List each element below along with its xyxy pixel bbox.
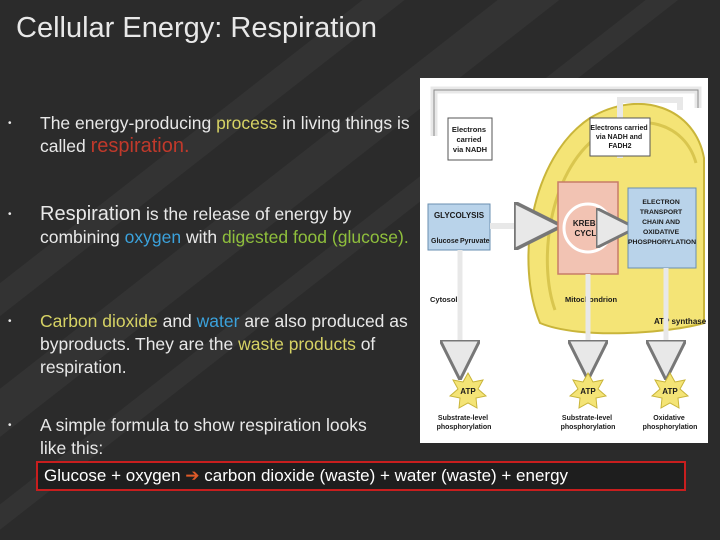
bullet-item: • Respiration is the release of energy b… bbox=[8, 203, 418, 249]
caption-substrate-level-2: Substrate-level phosphorylation bbox=[561, 415, 616, 431]
atp-burst: ATP bbox=[448, 371, 488, 409]
bullet-marker: • bbox=[8, 209, 12, 220]
mitochondrion-label: Mitochondrion bbox=[565, 295, 617, 304]
pyruvate-label: Pyruvate bbox=[460, 238, 490, 245]
bullet-item: • A simple formula to show respiration l… bbox=[8, 414, 378, 460]
electrons-nadh-label: Electrons carried via NADH bbox=[452, 125, 488, 154]
electrons-nadh-fadh-box bbox=[589, 117, 651, 157]
cytosol-label: Cytosol bbox=[430, 295, 458, 304]
bullet-text: A simple formula to show respiration loo… bbox=[40, 415, 367, 458]
krebs-cycle-label: KREBS CYCLE bbox=[573, 219, 603, 238]
electrons-nadh-fadh-label: Electrons carried via NADH and FADH2 bbox=[590, 125, 649, 150]
electron-arrow bbox=[433, 89, 699, 136]
cellular-respiration-diagram: Electrons carried via NADH Electrons car… bbox=[420, 78, 708, 443]
svg-text:ATP: ATP bbox=[580, 387, 596, 396]
electrons-nadh-box bbox=[447, 117, 493, 161]
bullet-text: The energy-producing process in living t… bbox=[40, 113, 410, 157]
svg-text:ATP: ATP bbox=[460, 387, 476, 396]
glycolysis-label: GLYCOLYSIS bbox=[434, 211, 485, 220]
formula-arrow: ➔ bbox=[185, 466, 200, 485]
formula-products: carbon dioxide (waste) + water (waste) +… bbox=[199, 466, 569, 485]
formula-reactants: Glucose + oxygen bbox=[44, 466, 186, 485]
svg-text:ATP: ATP bbox=[662, 387, 678, 396]
caption-substrate-level-1: Substrate-level phosphorylation bbox=[437, 415, 492, 431]
bullet-marker: • bbox=[8, 420, 12, 431]
slide-title: Cellular Energy: Respiration bbox=[16, 12, 378, 44]
bullet-text: Respiration is the release of energy by … bbox=[40, 203, 409, 247]
etc-box bbox=[627, 187, 697, 269]
bullet-text: Carbon dioxide and water are also produc… bbox=[40, 311, 408, 377]
atp-burst: ATP bbox=[650, 371, 690, 409]
bullet-marker: • bbox=[8, 316, 12, 327]
atp-burst: ATP bbox=[568, 371, 608, 409]
bullet-item: • Carbon dioxide and water are also prod… bbox=[8, 310, 418, 379]
caption-oxidative: Oxidative phosphorylation bbox=[643, 415, 698, 431]
etc-label: ELECTRON TRANSPORT CHAIN AND OXIDATIVE P… bbox=[628, 199, 696, 246]
bullet-marker: • bbox=[8, 118, 12, 129]
bullet-item: • The energy-producing process in living… bbox=[8, 112, 418, 158]
krebs-cycle-box bbox=[557, 181, 619, 275]
atp-synthase-label: ATP synthase bbox=[654, 317, 707, 326]
formula-box: Glucose + oxygen ➔ carbon dioxide (waste… bbox=[36, 461, 686, 491]
glucose-label: Glucose bbox=[431, 238, 459, 245]
